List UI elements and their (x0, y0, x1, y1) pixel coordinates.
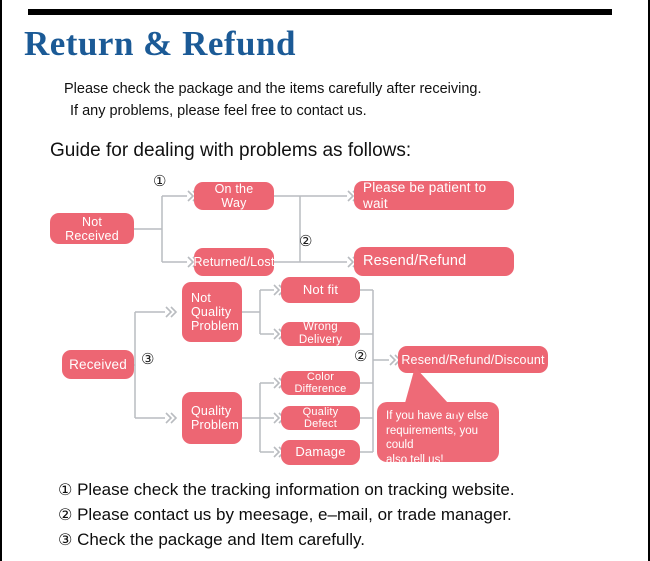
node-resend-refund[interactable]: Resend/Refund (354, 247, 514, 276)
node-not-fit[interactable]: Not fit (281, 277, 360, 303)
node-received[interactable]: Received (62, 350, 134, 379)
footnote-marker-1-icon: ① (58, 480, 73, 499)
footnote-list: ① Please check the tracking information … (58, 477, 618, 552)
node-on-the-way[interactable]: On the Way (194, 182, 274, 210)
callout-line-1: If you have any else (386, 410, 489, 422)
callout-line-3: also tell us! (386, 453, 444, 466)
intro-text: Please check the package and the items c… (64, 78, 584, 122)
marker-3-icon: ③ (141, 352, 155, 368)
callout-pointer (405, 367, 459, 415)
intro-line-2: If any problems, please feel free to con… (70, 103, 367, 119)
node-quality-defect[interactable]: Quality Defect (281, 406, 360, 430)
footnote-item: ③ Check the package and Item carefully. (58, 527, 618, 552)
intro-line-1: Please check the package and the items c… (64, 81, 482, 97)
page-title: Return & Refund (24, 24, 296, 63)
arrowhead-quality-problem (165, 412, 177, 424)
node-please-be-patient[interactable]: Please be patient to wait (354, 180, 514, 211)
guide-heading: Guide for dealing with problems as follo… (50, 140, 412, 161)
footnote-item: ① Please check the tracking information … (58, 477, 618, 502)
node-color-difference[interactable]: Color Difference (281, 371, 360, 395)
footnote-item: ② Please contact us by meesage, e–mail, … (58, 502, 618, 527)
marker-2-mid-icon: ② (354, 349, 368, 365)
node-not-received[interactable]: Not Received (50, 213, 134, 244)
footnote-text-1: Please check the tracking information on… (77, 480, 515, 499)
footnote-marker-3-icon: ③ (58, 530, 73, 549)
footnote-text-2: Please contact us by meesage, e–mail, or… (77, 505, 512, 524)
callout-line-2: requirements, you could (386, 424, 479, 452)
node-returned-lost[interactable]: Returned/Lost (193, 248, 274, 276)
problem-flowchart: Not Received On the Way Returned/Lost Pl… (2, 170, 650, 470)
flowchart-connectors (112, 190, 401, 458)
header-divider-rule (28, 9, 612, 15)
node-wrong-delivery[interactable]: Wrong Delivery (281, 321, 360, 346)
callout-extra-requirements: If you have any else requirements, you c… (377, 402, 499, 466)
arrowhead-not-quality-problem (165, 306, 177, 318)
footnote-text-3: Check the package and Item carefully. (77, 530, 365, 549)
node-not-quality-problem[interactable]: Not Quality Problem (182, 282, 242, 342)
footnote-marker-2-icon: ② (58, 505, 73, 524)
marker-2-top-icon: ② (299, 234, 313, 250)
node-quality-problem[interactable]: Quality Problem (182, 392, 242, 444)
node-resend-refund-discount[interactable]: Resend/Refund/Discount (398, 346, 548, 373)
node-damage[interactable]: Damage (281, 440, 360, 465)
marker-1-icon: ① (153, 174, 167, 190)
